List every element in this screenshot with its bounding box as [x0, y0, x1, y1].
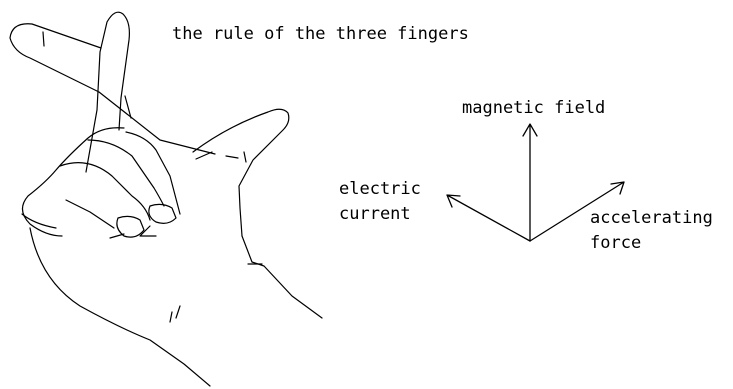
electric-current-arrow	[446, 194, 531, 242]
diagram-title: the rule of the three fingers	[172, 24, 469, 44]
magnetic-field-arrow	[522, 123, 538, 242]
accelerating-force-label-line1: accelerating	[590, 208, 713, 228]
accelerating-force-arrow	[529, 181, 625, 242]
electric-current-label-line1: electric	[339, 179, 421, 199]
accelerating-force-label-line2: force	[590, 233, 641, 253]
vector-arrows	[446, 123, 625, 242]
magnetic-field-label: magnetic field	[462, 98, 605, 118]
electric-current-label-line2: current	[339, 204, 411, 224]
hand-illustration	[9, 11, 323, 387]
